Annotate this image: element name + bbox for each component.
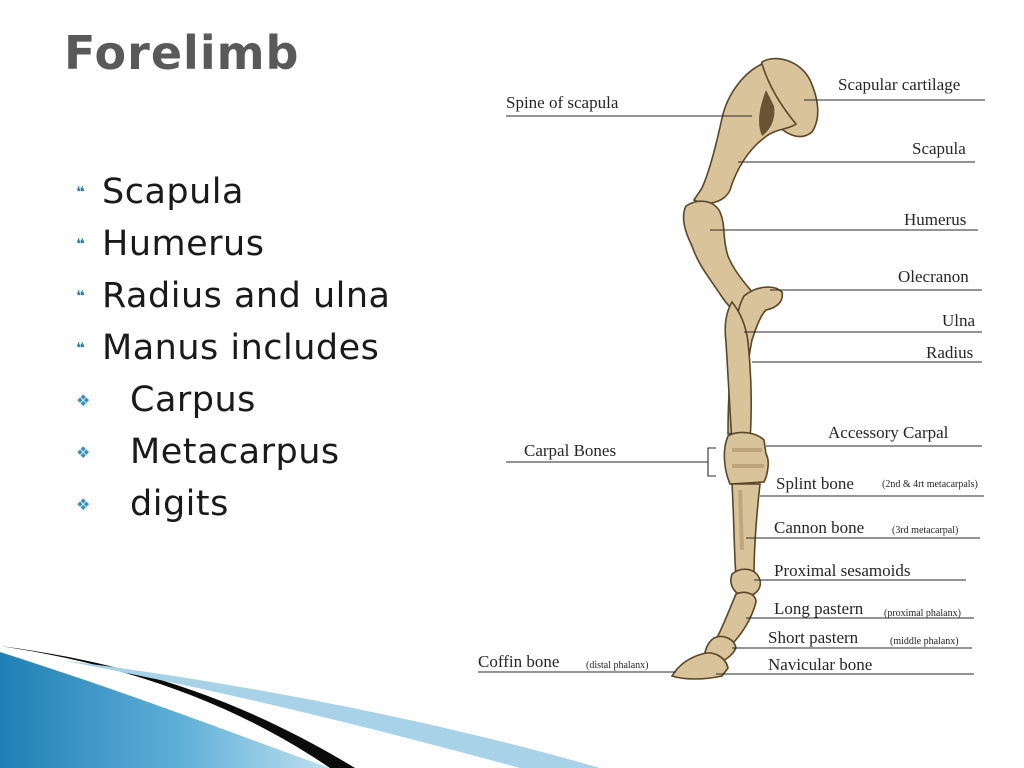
forelimb-bone-illustration: [670, 57, 819, 680]
label-splint-bone: Splint bone: [776, 474, 854, 493]
sub-bullet-text: Carpus: [130, 380, 256, 420]
label-cannon-bone: Cannon bone: [774, 518, 864, 537]
bullet-text: Radius and ulna: [102, 276, 391, 316]
label-navicular-bone: Navicular bone: [768, 655, 872, 674]
label-scapula: Scapula: [912, 139, 966, 158]
diamond-bullet-icon: ❖: [76, 390, 91, 410]
label-ulna: Ulna: [942, 311, 976, 330]
label-short-pastern-note: (middle phalanx): [890, 636, 959, 647]
bullet-item: ❝ Radius and ulna: [76, 270, 391, 322]
label-short-pastern: Short pastern: [768, 628, 859, 647]
label-scapular-cartilage: Scapular cartilage: [838, 75, 960, 94]
sub-bullet-item: ❖ digits: [76, 478, 391, 530]
label-long-pastern-note: (proximal phalanx): [884, 608, 961, 619]
slide-title: Forelimb: [64, 26, 300, 80]
sub-bullet-item: ❖ Carpus: [76, 374, 391, 426]
diamond-bullet-icon: ❖: [76, 494, 91, 514]
label-olecranon: Olecranon: [898, 267, 969, 286]
label-accessory-carpal: Accessory Carpal: [828, 423, 949, 442]
label-radius: Radius: [926, 343, 973, 362]
sub-bullet-text: Metacarpus: [130, 432, 340, 472]
sub-bullet-text: digits: [130, 484, 229, 524]
label-long-pastern: Long pastern: [774, 599, 864, 618]
leader-lines: [478, 99, 985, 675]
quote-bullet-icon: ❝: [76, 183, 85, 201]
quote-bullet-icon: ❝: [76, 287, 85, 305]
bullet-item: ❝ Scapula: [76, 166, 391, 218]
label-splint-bone-note: (2nd & 4rt metacarpals): [882, 479, 978, 490]
label-proximal-sesamoids: Proximal sesamoids: [774, 561, 910, 580]
bullet-list: ❝ Scapula ❝ Humerus ❝ Radius and ulna ❝ …: [76, 166, 391, 530]
label-carpal-bones: Carpal Bones: [524, 441, 616, 460]
bullet-item: ❝ Humerus: [76, 218, 391, 270]
bullet-text: Manus includes: [102, 328, 380, 368]
forelimb-skeleton-diagram: Spine of scapula Scapular cartilage Scap…: [478, 57, 985, 680]
label-coffin-bone-note: (distal phalanx): [586, 660, 648, 671]
label-spine-of-scapula: Spine of scapula: [506, 93, 619, 112]
bullet-item: ❝ Manus includes: [76, 322, 391, 374]
sub-bullet-item: ❖ Metacarpus: [76, 426, 391, 478]
label-cannon-bone-note: (3rd metacarpal): [892, 525, 958, 536]
label-humerus: Humerus: [904, 210, 966, 229]
label-coffin-bone: Coffin bone: [478, 652, 559, 671]
quote-bullet-icon: ❝: [76, 339, 85, 357]
diamond-bullet-icon: ❖: [76, 442, 91, 462]
quote-bullet-icon: ❝: [76, 235, 85, 253]
bullet-text: Humerus: [102, 224, 265, 264]
bullet-text: Scapula: [102, 172, 244, 212]
